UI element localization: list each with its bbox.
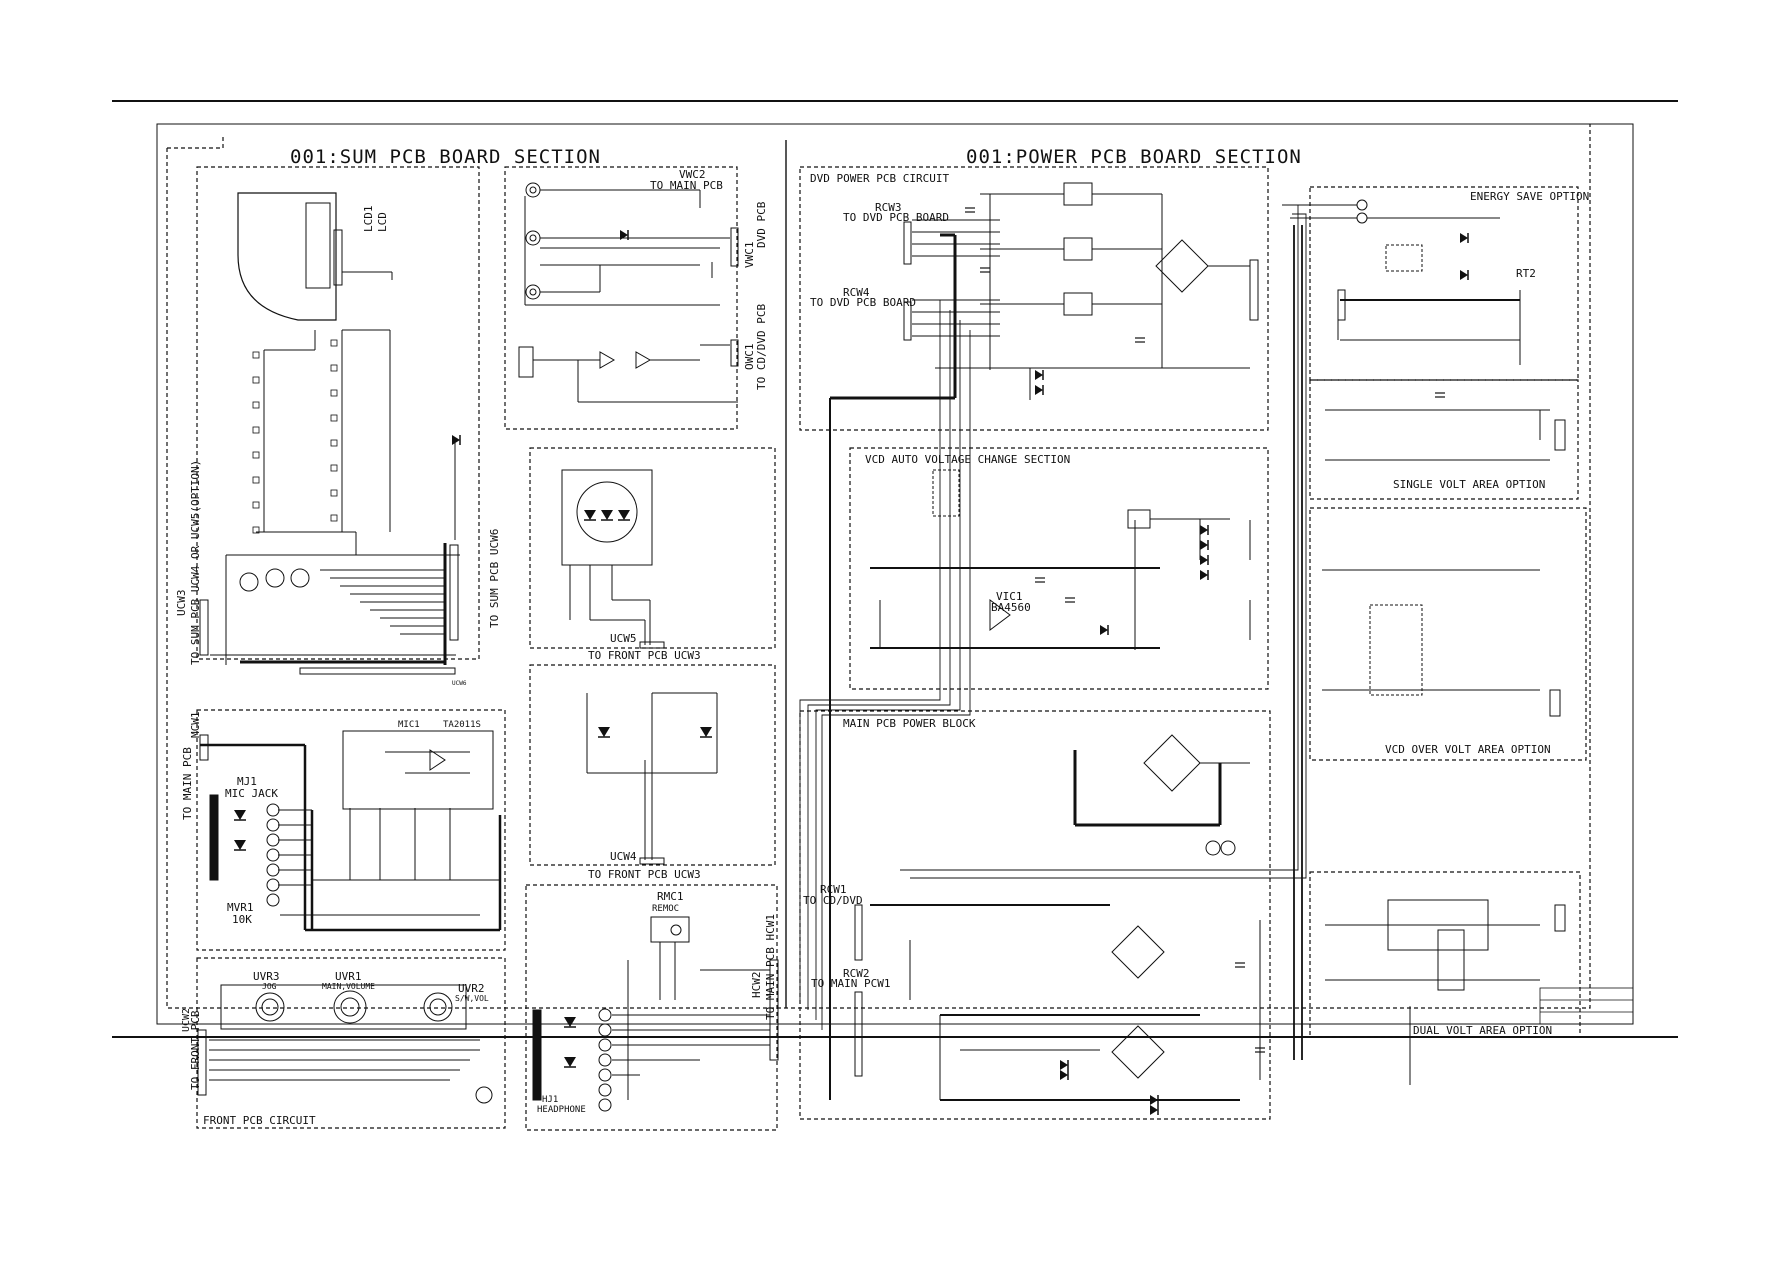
vwc1-label: VWC1 <box>743 242 756 269</box>
vic1-part: BA4560 <box>991 601 1031 614</box>
lcd-block <box>196 166 480 675</box>
rcw3-label: RCW3 <box>875 201 902 214</box>
ucw2-destination: TO FRONT PCB <box>189 1010 202 1090</box>
mic-jack-sub: MIC JACK <box>225 787 278 800</box>
front-volume-wiring <box>197 984 493 1104</box>
ucw5-destination: TO FRONT PCB UCW3 <box>588 649 701 662</box>
mvr1-value: 10K <box>232 913 252 926</box>
bottom-rule <box>112 1036 1678 1038</box>
dual-volt-block <box>1309 871 1581 1038</box>
main-block-caption: MAIN PCB POWER BLOCK <box>843 717 976 730</box>
blue-led-labels: UCW4 TO FRONT PCB UCW3 <box>588 850 701 881</box>
rcw4-destination: TO DVD PCB BOARD <box>810 296 916 309</box>
mic-jack-label: MJ1 <box>237 775 257 788</box>
uvr1-sub: MAIN,VOLUME <box>322 982 375 991</box>
front-circuit-caption: FRONT PCB CIRCUIT <box>203 1114 316 1127</box>
rcw3-destination: TO DVD PCB BOARD <box>843 211 949 224</box>
mvr1-label: MVR1 <box>227 901 254 914</box>
outer-frame <box>156 123 1634 1085</box>
front-volume-labels: UVR3 JOG UVR1 MAIN,VOLUME UVR2 S/W,VOL U… <box>181 970 489 1127</box>
ucw3-destination: TO SUM PCB UCW4 OR UCW5(OPTION) <box>189 460 202 665</box>
ucw3-label: UCW3 <box>175 590 188 617</box>
mic-amp-block <box>196 709 506 951</box>
mic-ic-part: TA2011S <box>443 720 481 730</box>
headphone-block <box>525 884 779 1131</box>
main-power-labels: MAIN PCB POWER BLOCK RCW1 TO CD/DVD RCW2… <box>803 717 976 990</box>
blue-led-block <box>529 664 776 866</box>
over-volt-caption: VCD OVER VOLT AREA OPTION <box>1385 743 1551 756</box>
hj1-label: HJ1 <box>542 1095 558 1105</box>
uvr2-sub: S/W,VOL <box>455 994 489 1003</box>
wire-bundle <box>799 204 1307 1060</box>
rcw2-label: RCW2 <box>843 967 870 980</box>
ucw2-label: UCW2 <box>181 1008 192 1032</box>
vwc2-destination: TO MAIN PCB <box>650 179 723 192</box>
lcd-sub-label: LCD <box>376 212 389 232</box>
hcw2-label: HCW2 <box>750 972 763 999</box>
energy-save-caption: ENERGY SAVE OPTION <box>1470 190 1589 203</box>
energy-save-labels: ENERGY SAVE OPTION RT2 <box>1470 190 1589 280</box>
owc1-label: OWC1 <box>743 344 756 371</box>
main-power-block <box>799 710 1271 1120</box>
mcw1-label: MCW1 <box>189 712 202 739</box>
led-matrix-block <box>529 447 776 649</box>
led-matrix-labels: UCW5 TO FRONT PCB UCW3 <box>588 632 701 662</box>
front-volume-dashed <box>196 957 506 1129</box>
sum-section-title: 001:SUM PCB BOARD SECTION <box>290 146 601 168</box>
rt2-label: RT2 <box>1516 267 1536 280</box>
uvr3-sub: JOG <box>262 982 277 991</box>
rcw1-label: RCW1 <box>820 883 847 896</box>
uvr2-label: UVR2 <box>458 982 485 995</box>
vwc2-label: VWC2 <box>679 168 706 181</box>
energy-save-block <box>1290 186 1579 381</box>
mic-ic-label: MIC1 <box>398 720 420 730</box>
dvd-connector-pins <box>903 221 912 341</box>
main-connector-pins <box>854 840 1236 1077</box>
ucw4-destination: TO FRONT PCB UCW3 <box>588 868 701 881</box>
hj1-sub: HEADPHONE <box>537 1105 586 1115</box>
rmc1-label: RMC1 <box>657 890 684 903</box>
mcw1-destination: TO MAIN PCB <box>181 747 194 820</box>
ucw6-label: UCW6 <box>452 680 467 687</box>
lcd-label: LCD1 <box>362 206 375 233</box>
rmc1-sub: REMOC <box>652 904 679 914</box>
ucw5-label: UCW5 <box>610 632 637 645</box>
over-volt-block <box>1309 507 1587 761</box>
mic-labels: MIC1 TA2011S MCW1 TO MAIN PCB MJ1 MIC JA… <box>181 712 481 927</box>
rcw1-destination: TO CD/DVD <box>803 894 863 907</box>
vcd-auto-voltage-block <box>849 447 1269 690</box>
single-volt-caption: SINGLE VOLT AREA OPTION <box>1393 478 1545 491</box>
top-rule <box>112 100 1678 102</box>
dvd-power-circuit-caption: DVD POWER PCB CIRCUIT <box>810 172 949 185</box>
ucw6-destination: TO SUM PCB UCW6 <box>488 529 501 628</box>
rcw2-destination: TO MAIN PCW1 <box>811 977 890 990</box>
lcd-labels: LCD1 LCD UCW3 TO SUM PCB UCW4 OR UCW5(OP… <box>175 206 501 688</box>
headphone-labels: RMC1 REMOC HCW2 TO MAIN PCB HCW1 HJ1 HEA… <box>537 890 777 1115</box>
lcd-button-grid <box>252 339 338 534</box>
rcw4-label: RCW4 <box>843 286 870 299</box>
video-jack-block <box>504 166 739 430</box>
uvr1-label: UVR1 <box>335 970 362 983</box>
hcw2-destination: TO MAIN PCB HCW1 <box>764 914 777 1020</box>
vcd-section-caption: VCD AUTO VOLTAGE CHANGE SECTION <box>865 453 1070 466</box>
dvd-power-labels: DVD POWER PCB CIRCUIT RCW3 TO DVD PCB BO… <box>810 172 949 309</box>
dual-volt-caption: DUAL VOLT AREA OPTION <box>1413 1024 1552 1037</box>
vwc1-destination: DVD PCB <box>755 201 768 248</box>
vic1-label: VIC1 <box>996 590 1023 603</box>
vcd-auto-voltage-labels: VCD AUTO VOLTAGE CHANGE SECTION VIC1 BA4… <box>865 453 1070 614</box>
dvd-power-block <box>799 166 1269 1100</box>
uvr3-label: UVR3 <box>253 970 280 983</box>
title-block <box>1409 987 1634 1025</box>
mic-jack-pins <box>266 803 280 907</box>
power-section-title: 001:POWER PCB BOARD SECTION <box>966 146 1302 168</box>
headphone-jack-pins <box>598 1008 612 1112</box>
ucw4-label: UCW4 <box>610 850 637 863</box>
single-volt-block <box>1309 379 1579 500</box>
video-jack-labels: VWC2 TO MAIN PCB VWC1 DVD PCB OWC1 TO CD… <box>650 168 768 390</box>
owc1-destination: TO CD/DVD PCB <box>755 304 768 390</box>
